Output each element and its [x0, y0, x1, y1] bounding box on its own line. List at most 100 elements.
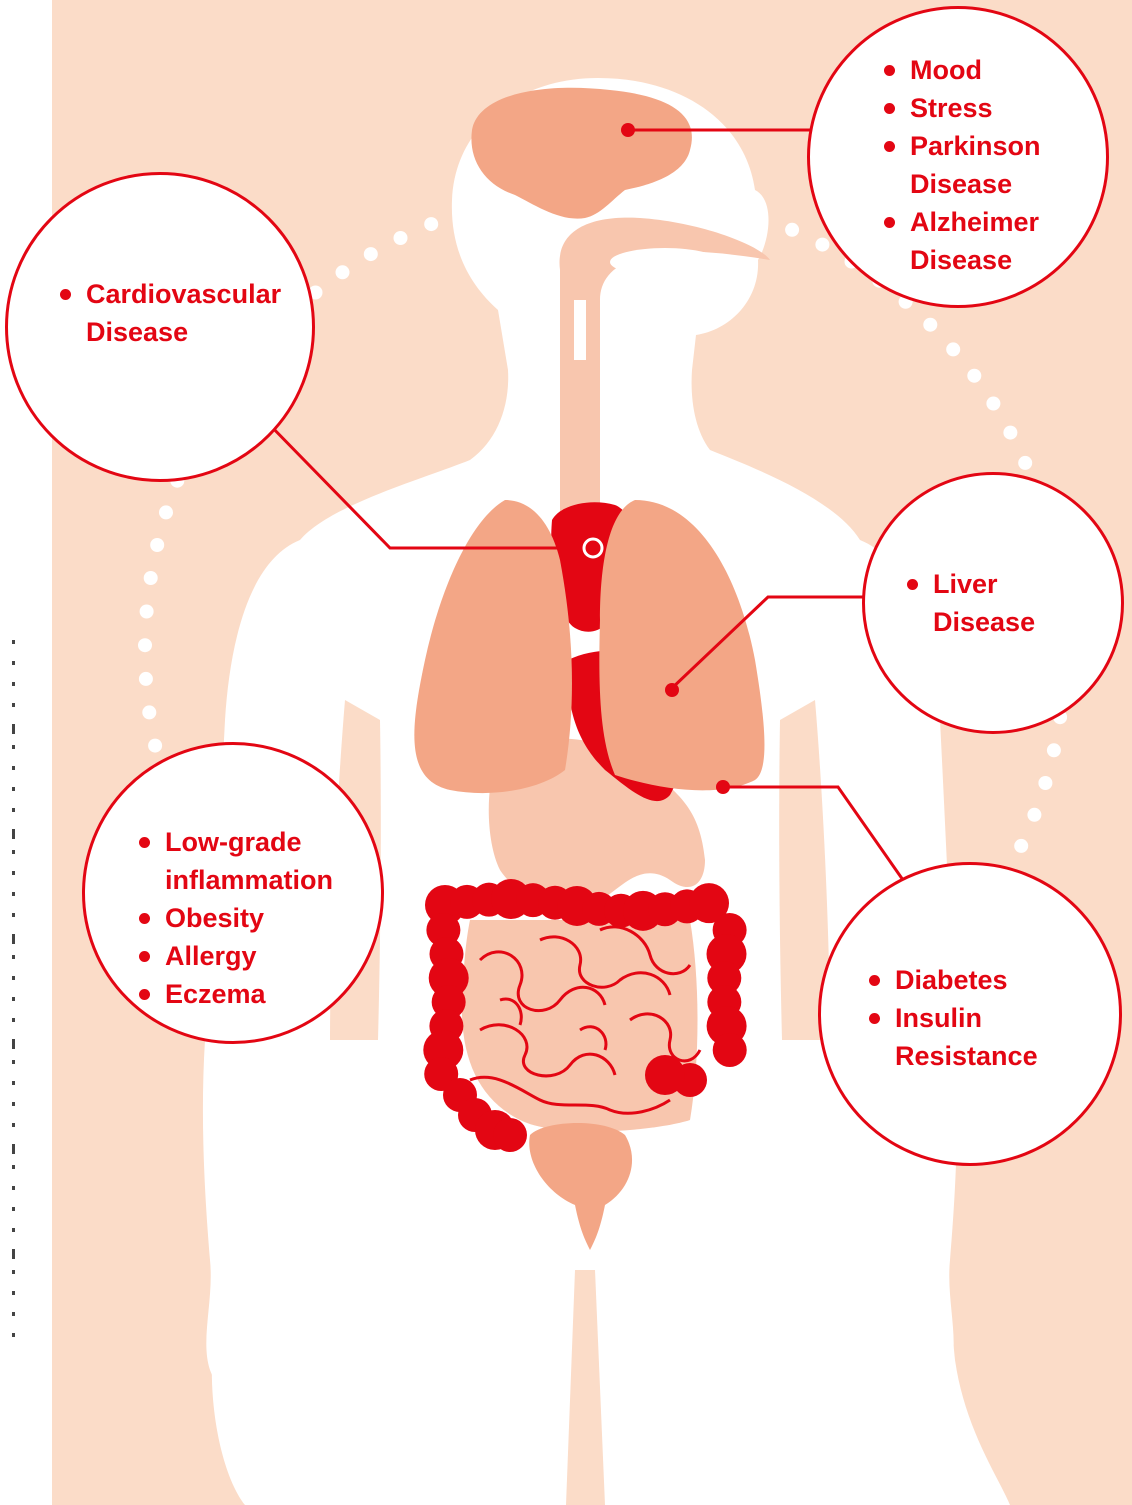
tick [12, 1060, 15, 1064]
dot [1038, 776, 1052, 790]
dot [815, 238, 829, 252]
tick [12, 1207, 15, 1211]
tick [12, 1081, 15, 1085]
tick [12, 1312, 15, 1316]
gut-condition-item: Eczema [139, 975, 333, 1013]
oral-cavity [610, 248, 720, 276]
tick [12, 1270, 15, 1274]
tick [12, 724, 15, 734]
tick [12, 1249, 15, 1259]
gut-condition-text: Eczema [165, 975, 333, 1013]
dot [364, 247, 378, 261]
tick [12, 913, 15, 917]
brain-condition-item: Stress [884, 89, 1041, 127]
brain-condition-text: Mood [910, 51, 1041, 89]
brain-condition-item: Mood [884, 51, 1041, 89]
colon-segment [645, 1055, 685, 1095]
brain-condition-text: Disease [910, 165, 1041, 203]
tick [12, 1144, 15, 1154]
pancreas-condition-item: InsulinResistance [869, 999, 1038, 1075]
heart-condition-text: Disease [86, 313, 281, 351]
tick [12, 829, 15, 839]
heart-condition-text: Cardiovascular [86, 275, 281, 313]
gut-condition-text: Allergy [165, 937, 333, 975]
tick [12, 1123, 15, 1127]
dot [923, 318, 937, 332]
tick [12, 661, 15, 665]
gut-condition-item: Allergy [139, 937, 333, 975]
brain-condition-text: Parkinson [910, 127, 1041, 165]
dot [967, 369, 981, 383]
brain-condition-text: Disease [910, 241, 1041, 279]
dot [1014, 839, 1028, 853]
tick [12, 1039, 15, 1049]
tick [12, 1333, 15, 1337]
dot [336, 265, 350, 279]
dot [1003, 426, 1017, 440]
pancreas-condition-text: Resistance [895, 1037, 1038, 1075]
tick [12, 682, 15, 686]
dot [148, 739, 162, 753]
dot [946, 342, 960, 356]
pancreas-condition-list: DiabetesInsulinResistance [869, 961, 1038, 1075]
colon-segment [713, 1033, 747, 1067]
colon-segment [493, 1118, 527, 1152]
tick [12, 934, 15, 944]
dot [140, 605, 154, 619]
tick [12, 766, 15, 770]
tick [12, 850, 15, 854]
dot [1047, 743, 1061, 757]
tick [12, 787, 15, 791]
pancreas-condition-item: Diabetes [869, 961, 1038, 999]
pancreas-condition-text: Diabetes [895, 961, 1038, 999]
tick [12, 892, 15, 896]
liver-endpoint [665, 683, 679, 697]
brain-condition-text: Alzheimer [910, 203, 1041, 241]
tick [12, 997, 15, 1001]
gut-callout: Low-gradeinflammationObesityAllergyEczem… [82, 742, 384, 1044]
pancreas-condition-text: Insulin [895, 999, 1038, 1037]
side-marker-ticks [10, 640, 18, 1360]
dot [139, 672, 153, 686]
pancreas-endpoint [716, 780, 730, 794]
tick [12, 1165, 15, 1169]
gut-condition-text: inflammation [165, 861, 333, 899]
tick [12, 1018, 15, 1022]
gut-condition-text: Low-grade [165, 823, 333, 861]
heart-endpoint [584, 539, 602, 557]
tick [12, 808, 15, 812]
throat-gap [574, 300, 586, 360]
gut-condition-text: Obesity [165, 899, 333, 937]
brain-callout: MoodStressParkinsonDiseaseAlzheimerDisea… [807, 6, 1109, 308]
tick [12, 1291, 15, 1295]
dot [986, 397, 1000, 411]
tick [12, 871, 15, 875]
tick [12, 1186, 15, 1190]
dot [138, 638, 152, 652]
dot [150, 538, 164, 552]
liver-condition-text: Liver [933, 565, 1035, 603]
tick [12, 955, 15, 959]
tick [12, 703, 15, 707]
liver-condition-text: Disease [933, 603, 1035, 641]
dot [394, 231, 408, 245]
tick [12, 1102, 15, 1106]
heart-condition-item: CardiovascularDisease [60, 275, 281, 351]
dot [142, 705, 156, 719]
dot [424, 217, 438, 231]
tick [12, 976, 15, 980]
tick [12, 640, 15, 644]
tick [12, 1228, 15, 1232]
dot [1027, 808, 1041, 822]
gut-condition-item: Obesity [139, 899, 333, 937]
